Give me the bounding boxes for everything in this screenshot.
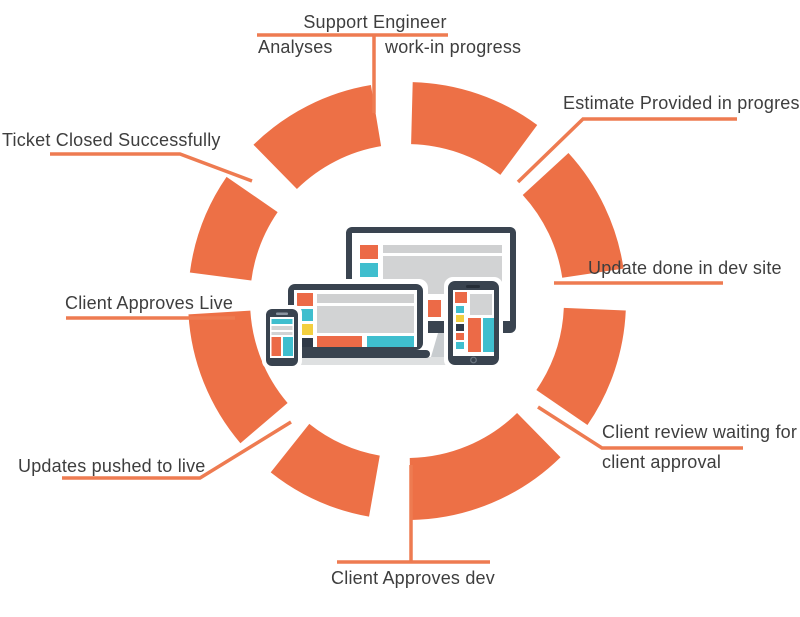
tablet-home-button (470, 356, 477, 364)
phone-gray-bar-1 (271, 326, 293, 330)
step-label-bottom-right-line2: client approval (602, 452, 722, 472)
tablet-gray-block (470, 294, 492, 315)
phone-gray-bar-2 (271, 332, 293, 335)
ring-segment-right-upper (522, 153, 624, 279)
laptop (283, 279, 430, 358)
step-label-bottom: Client Approves dev (331, 568, 495, 588)
phone-orange-block (271, 337, 281, 356)
laptop-base (284, 350, 430, 358)
laptop-footer-orange (317, 336, 362, 347)
step-label-bottom-right-line1: Client review waiting for (602, 422, 798, 442)
ring-segment-right-lower (535, 307, 626, 426)
step-label-bottom-left: Updates pushed to live (18, 456, 206, 476)
step-label-top-left: Ticket Closed Successfully (2, 130, 221, 150)
laptop-sidebar-dark (297, 338, 313, 347)
connector-bottom-left (62, 420, 292, 480)
connector-top-left (50, 152, 253, 183)
connector-lines (50, 33, 743, 564)
laptop-sidebar-orange (297, 293, 313, 306)
phone-speaker (276, 312, 288, 315)
laptop-content-block (317, 306, 414, 333)
laptop-footer-teal (367, 336, 414, 347)
connector-bottom-right (537, 405, 743, 450)
ring-segment-left-upper (189, 176, 279, 282)
tablet-mini-dark (456, 324, 464, 331)
monitor-footer-orange (427, 300, 441, 317)
monitor-teal-block (360, 263, 378, 277)
ring-segment-bottom-left (270, 423, 381, 517)
step-label-left: Client Approves Live (65, 293, 234, 313)
tablet-speaker (466, 285, 480, 288)
monitor-orange-block (360, 245, 378, 259)
step-label-top-right: Estimate Provided in progress (563, 93, 800, 113)
step-label-top-line2-right: work-in progress (385, 37, 522, 57)
tablet-bar-teal (483, 318, 494, 352)
laptop-header-bar (317, 294, 414, 303)
tablet-orange-block (455, 292, 467, 303)
tablet (444, 277, 503, 369)
step-label-top-line2-left: Analyses (258, 37, 333, 57)
tablet-mini-teal (456, 306, 464, 313)
tablet-mini-teal-2 (456, 342, 464, 349)
ring-segment-top-left (253, 85, 382, 190)
step-label-top-line1: Support Engineer (303, 12, 447, 32)
phone-teal-bar (271, 319, 293, 324)
ring-segment-top-right (410, 82, 538, 176)
tablet-mini-orange (456, 333, 464, 340)
ring-segment-bottom-right (408, 412, 561, 520)
responsive-devices-illustration (262, 221, 522, 369)
laptop-sidebar-yellow (297, 324, 313, 335)
tablet-mini-yellow (456, 315, 464, 322)
monitor-header-bar (383, 245, 502, 253)
segmented-ring (188, 82, 626, 520)
phone-teal-block (283, 337, 293, 356)
step-label-right: Update done in dev site (588, 258, 782, 278)
ring-segment-left-lower (188, 309, 289, 444)
smartphone (262, 305, 302, 369)
connector-top-right (516, 117, 737, 184)
tablet-bar-orange (468, 318, 481, 352)
